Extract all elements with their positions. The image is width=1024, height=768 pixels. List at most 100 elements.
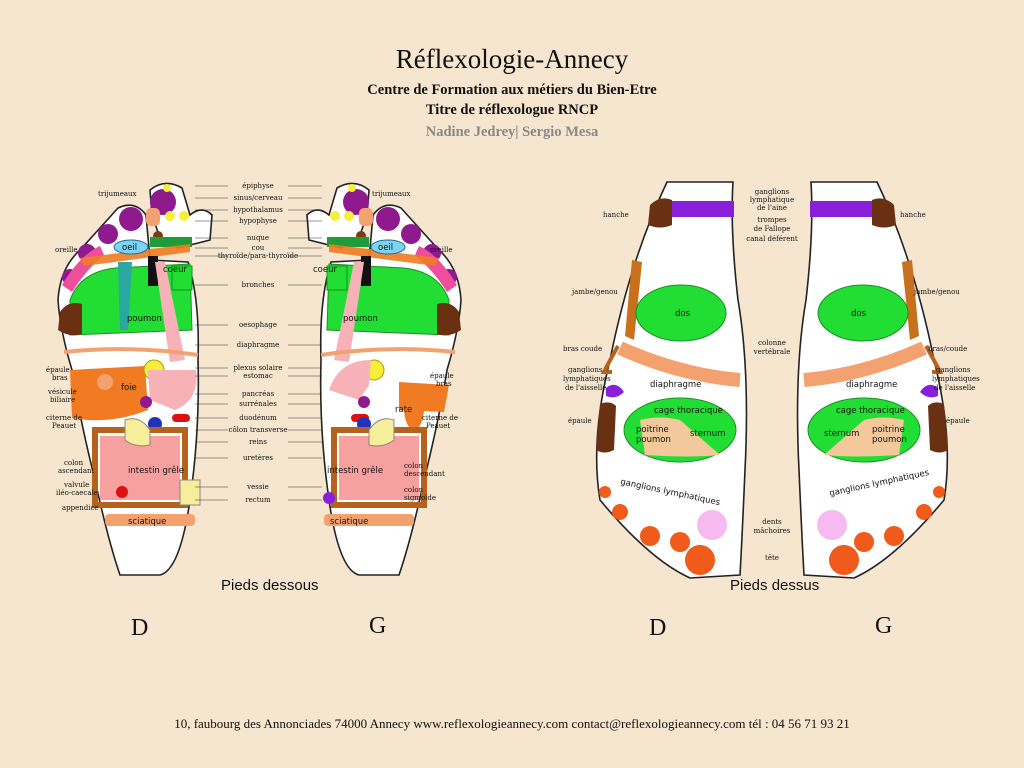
label-poumon: poumon [127, 314, 162, 324]
sole-center-label: côlon transverse [229, 426, 288, 434]
sole-center-label: uretères [243, 454, 273, 462]
sole-center-label: thyroïde/para-thyroïde [218, 252, 298, 260]
label-descendant: descendant [404, 470, 445, 478]
label-sternum: sternum [690, 429, 725, 439]
label-poumon-left: poumon [343, 314, 378, 324]
label-ileo: iléo-caecale [56, 489, 98, 497]
label-valvule: valvule [63, 481, 89, 489]
label-sciatique: sciatique [128, 517, 166, 527]
label-foie: foie [121, 383, 137, 393]
label-cage: cage thoracique [654, 406, 723, 416]
label-bras-coude-g: bras/coude [928, 345, 967, 353]
label-vesicule: vésicule [47, 388, 77, 396]
label-aisselle-g: de l'aisselle [934, 384, 975, 392]
label-oreille-d: oreille [55, 246, 78, 254]
label-bras-d: bras [52, 374, 68, 382]
label-machoires: mâchoires [754, 527, 791, 535]
label-lymph-g: lymphatiques [932, 375, 980, 383]
label-peauet-d: Peauet [52, 422, 76, 430]
label-coeur-left: coeur [313, 265, 337, 275]
label-jambe-g: jambe/genou [913, 288, 960, 296]
sole-center-label: estomac [243, 372, 273, 380]
label-citerne-g: citerne de [422, 414, 458, 422]
label-colon-g2: colon [404, 486, 424, 494]
caption-soles: Pieds dessous [221, 577, 319, 594]
top-left-foot [796, 181, 949, 579]
label-dos-left: dos [851, 309, 867, 319]
label-epaule-g: épaule [430, 372, 454, 380]
sole-center-label: hypothalamus [233, 206, 283, 214]
label-cage-left: cage thoracique [836, 406, 905, 416]
subtitle-training-center: Centre de Formation aux métiers du Bien-… [367, 82, 657, 98]
label-oeil-left: oeil [378, 243, 393, 253]
label-epaule-top-g: épaule [946, 417, 970, 425]
label-sciatique-left: sciatique [330, 517, 368, 527]
label-colon-g: colon [404, 462, 424, 470]
label-coeur: coeur [163, 265, 187, 275]
label-epaule-top-d: épaule [568, 417, 592, 425]
label-gangl-g: ganglions [936, 366, 971, 374]
label-gangl-d: ganglions [568, 366, 603, 374]
side-label-g1: G [369, 613, 387, 639]
top-right-foot: dos diaphragme cage thoracique poitrine … [595, 181, 748, 579]
label-peauet-g: Peauet [426, 422, 450, 430]
label-ascendant: ascendant [58, 467, 94, 475]
label-intestin: intestin grêle [128, 465, 184, 476]
sole-center-label: bronches [242, 281, 275, 289]
label-diaphragme-left: diaphragme [846, 380, 897, 390]
subtitle-rncp: Titre de réflexologue RNCP [425, 102, 599, 118]
label-trompes: trompes [757, 216, 787, 224]
sole-center-label: oesophage [239, 321, 277, 329]
side-label-g2: G [875, 613, 893, 639]
label-ganglions: ganglions [755, 188, 790, 196]
sole-left-foot [306, 182, 462, 576]
label-trijumeaux-g: trijumeaux [372, 190, 411, 198]
top-center-labels: ganglions lymphatique de l'aine trompes … [746, 188, 798, 562]
sole-center-label: reins [249, 438, 267, 446]
label-dents: dents [762, 518, 782, 526]
label-canal: canal déférent [746, 235, 798, 243]
label-hanche-d: hanche [603, 211, 629, 219]
label-hanche-g: hanche [900, 211, 926, 219]
label-fallope: de Fallope [754, 225, 791, 233]
sole-center-label: hypophyse [239, 217, 277, 225]
label-lymphatique: lymphatique [750, 196, 794, 204]
label-poitrine: poitrine [636, 425, 669, 435]
caption-tops: Pieds dessus [730, 577, 820, 594]
label-aine: de l'aine [757, 204, 787, 212]
sole-center-label: plexus solaire [233, 364, 282, 372]
label-lymph-d: lymphatiques [563, 375, 611, 383]
label-sternum-left: sternum [824, 429, 859, 439]
sole-center-label: vessie [246, 483, 269, 491]
label-tete: tête [765, 554, 779, 562]
label-poitrine-left: poitrine [872, 425, 905, 435]
sole-center-label: pancréas [242, 390, 275, 398]
top-side-labels: hanche jambe/genou bras coude ganglions … [563, 211, 980, 425]
label-biliaire: biliaire [50, 396, 75, 404]
label-poumon-top: poumon [636, 435, 671, 445]
sole-right-foot: coeur poumon oeil foie intestin grêle sc… [57, 182, 213, 576]
label-oreille-g: oreille [430, 246, 453, 254]
label-vertebrale: vertébrale [753, 348, 791, 356]
label-diaphragme: diaphragme [650, 380, 701, 390]
label-epaule-d: épaule [46, 366, 70, 374]
sole-center-labels: épiphyse sinus/cerveau hypothalamus hypophy… [195, 182, 322, 504]
authors: Nadine Jedrey| Sergio Mesa [425, 124, 599, 140]
label-poumon-top-left: poumon [872, 435, 907, 445]
sole-center-label: rectum [245, 496, 271, 504]
label-dos: dos [675, 309, 691, 319]
sole-center-label: épiphyse [242, 182, 274, 190]
sole-center-label: sinus/cerveau [234, 194, 283, 202]
contact-footer: 10, faubourg des Annonciades 74000 Annec… [174, 716, 850, 731]
label-appendice: appendice [62, 504, 99, 512]
side-label-d2: D [649, 615, 667, 641]
sole-center-label: cou [252, 244, 265, 252]
label-bras-coude-d: bras coude [563, 345, 602, 353]
label-jambe-d: jambe/genou [571, 288, 618, 296]
sole-center-label: surrénales [239, 400, 277, 408]
label-trijumeaux-d: trijumeaux [98, 190, 137, 198]
label-citerne-d: citerne de [46, 414, 82, 422]
page-title: Réflexologie-Annecy [395, 44, 629, 74]
label-rate: rate [395, 405, 412, 415]
